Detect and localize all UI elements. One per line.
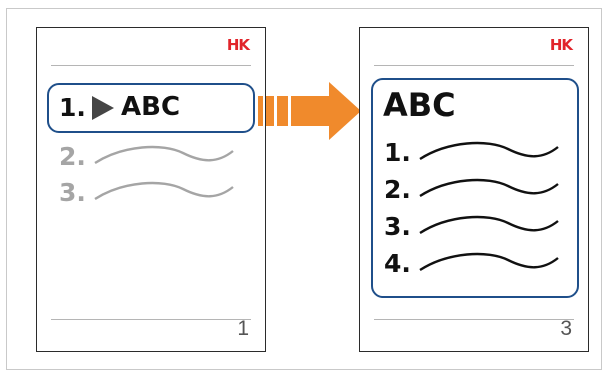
hk-logo: HK — [226, 36, 250, 54]
page-number: 1 — [237, 317, 249, 340]
left-item-number: 3. — [59, 178, 86, 207]
left-page: HK 1. ABC 2. 3. 1 — [36, 27, 266, 352]
content-box — [371, 78, 579, 298]
right-item-number: 1. — [384, 138, 411, 167]
highlighted-item-number: 1. — [59, 93, 86, 122]
placeholder-text-line — [94, 145, 234, 165]
placeholder-text-line — [419, 141, 559, 161]
right-item-number: 2. — [384, 175, 411, 204]
page-header-rule — [51, 65, 251, 66]
page-footer-rule — [51, 319, 251, 320]
transition-arrow — [258, 82, 361, 140]
right-item-number: 3. — [384, 212, 411, 241]
left-item-number: 2. — [59, 142, 86, 171]
placeholder-text-line — [419, 178, 559, 198]
placeholder-text-line — [419, 252, 559, 272]
page-header-rule — [374, 65, 574, 66]
play-triangle-icon — [92, 96, 114, 120]
page-footer-rule — [374, 319, 574, 320]
highlighted-item-title: ABC — [121, 92, 181, 122]
hk-logo: HK — [549, 36, 573, 54]
section-heading: ABC — [383, 86, 456, 124]
placeholder-text-line — [419, 215, 559, 235]
page-number: 3 — [560, 317, 572, 340]
right-page: HK ABC 1. 2. 3. 4. 3 — [359, 27, 589, 352]
placeholder-text-line — [94, 181, 234, 201]
right-item-number: 4. — [384, 249, 411, 278]
highlighted-item-box — [47, 83, 255, 133]
